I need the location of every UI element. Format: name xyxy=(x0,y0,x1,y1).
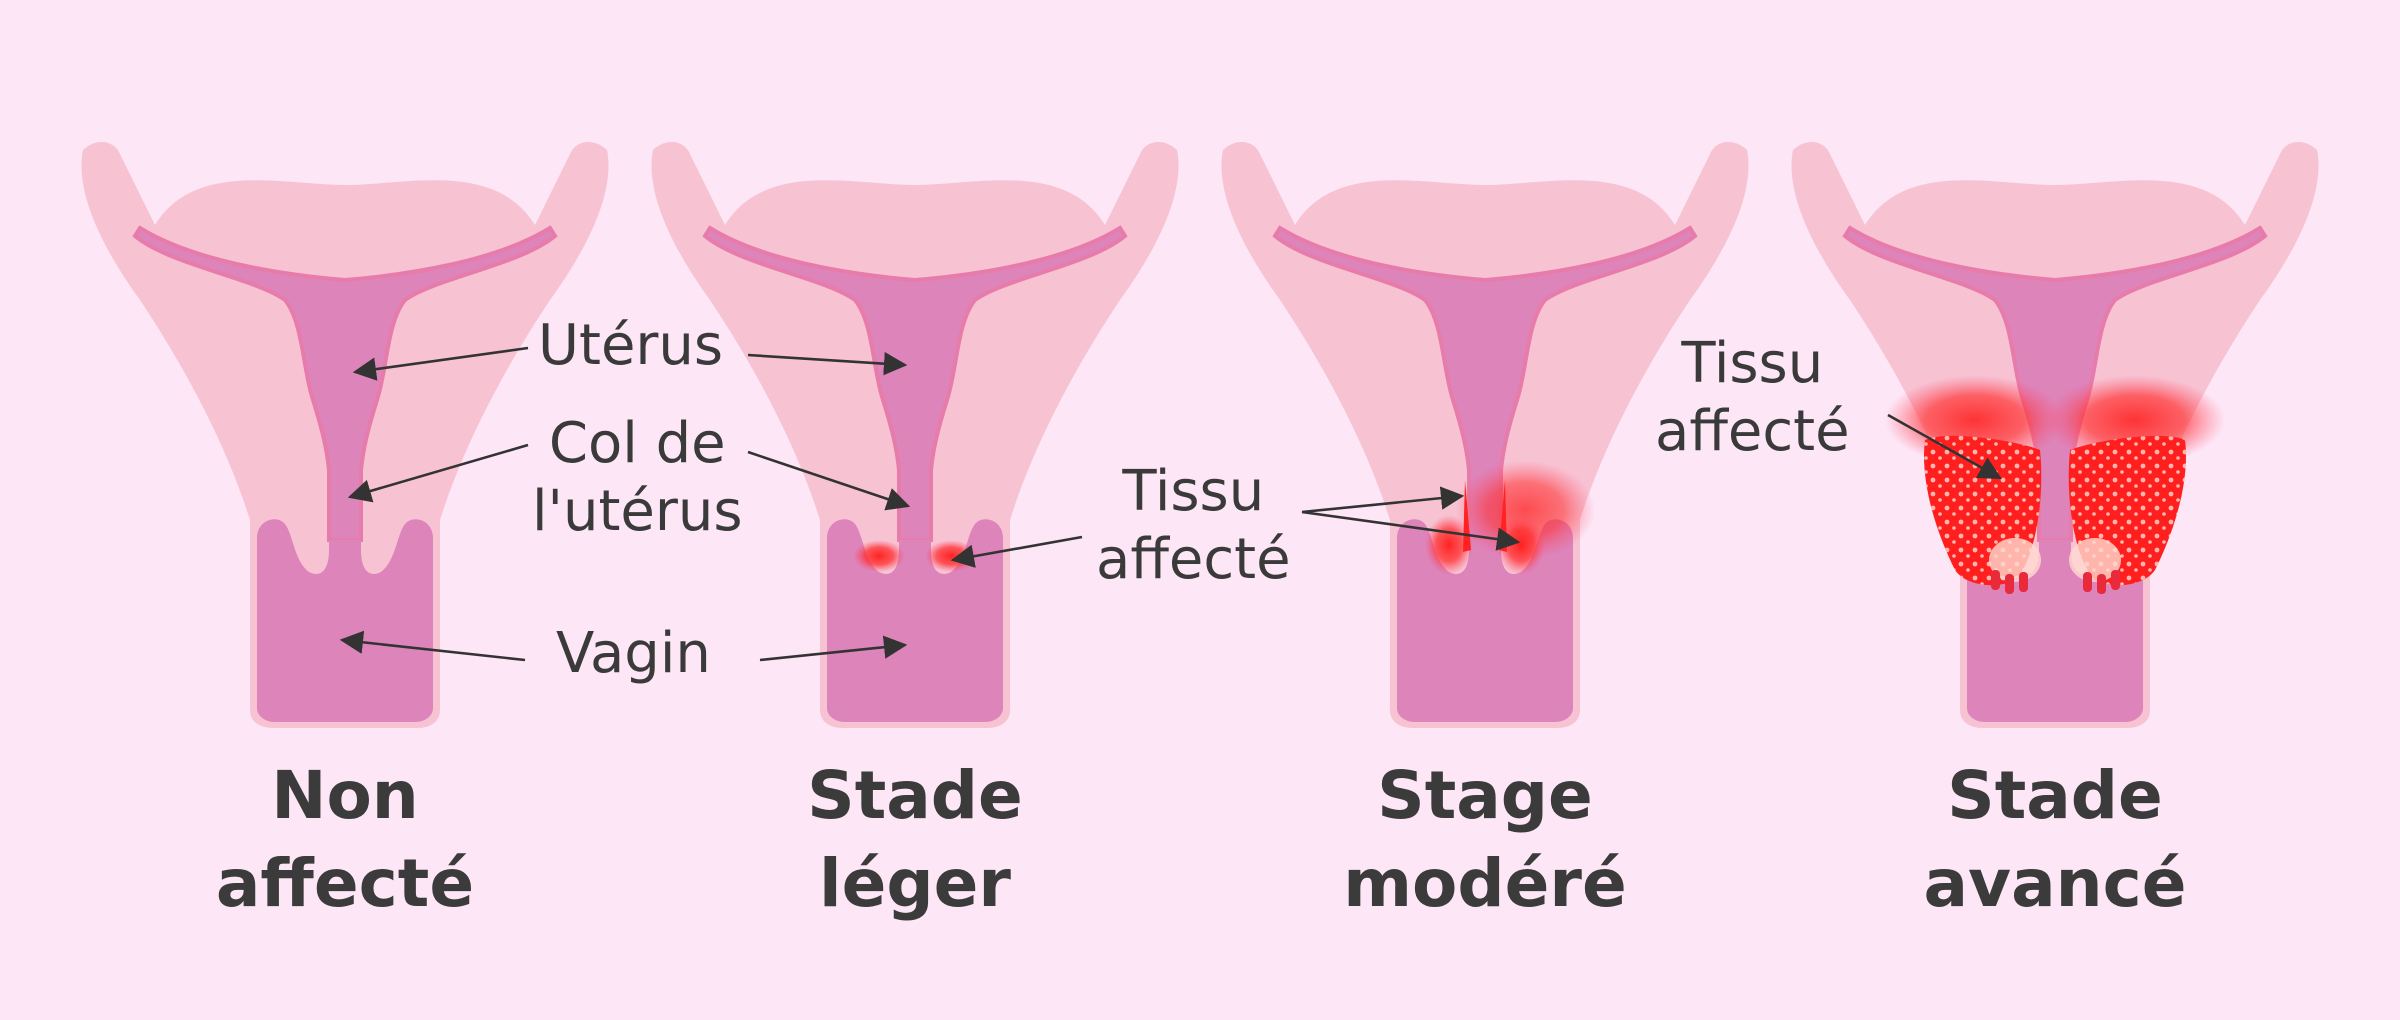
arrow-vagina-right xyxy=(759,635,908,662)
arrow-uterus-right xyxy=(747,351,908,376)
arrow-affected-moderate-2 xyxy=(1301,510,1521,551)
label-cervix: Col de l'utérus xyxy=(532,411,743,545)
stage-title-3: Stage modéré xyxy=(1343,757,1627,923)
arrow-vagina-left xyxy=(339,630,526,662)
stage-title-1: Non affecté xyxy=(215,757,475,923)
arrow-cervix-right xyxy=(747,450,911,511)
affected-tissue-advanced xyxy=(1885,375,2225,594)
arrow-affected-mild xyxy=(950,535,1083,568)
arrow-affected-moderate-1 xyxy=(1301,486,1465,514)
arrow-affected-advanced xyxy=(1887,413,2003,480)
label-uterus: Utérus xyxy=(538,313,724,378)
label-vagina: Vagin xyxy=(556,621,711,686)
stage-title-4: Stade avancé xyxy=(1923,757,2187,923)
label-affected-tissue: Tissu affecté xyxy=(1096,459,1291,593)
label-affected-tissue-advanced: Tissu affecté xyxy=(1655,331,1850,465)
stage-title-2: Stade léger xyxy=(807,757,1023,923)
arrow-uterus-left xyxy=(352,346,529,381)
arrow-cervix-left xyxy=(347,443,529,503)
